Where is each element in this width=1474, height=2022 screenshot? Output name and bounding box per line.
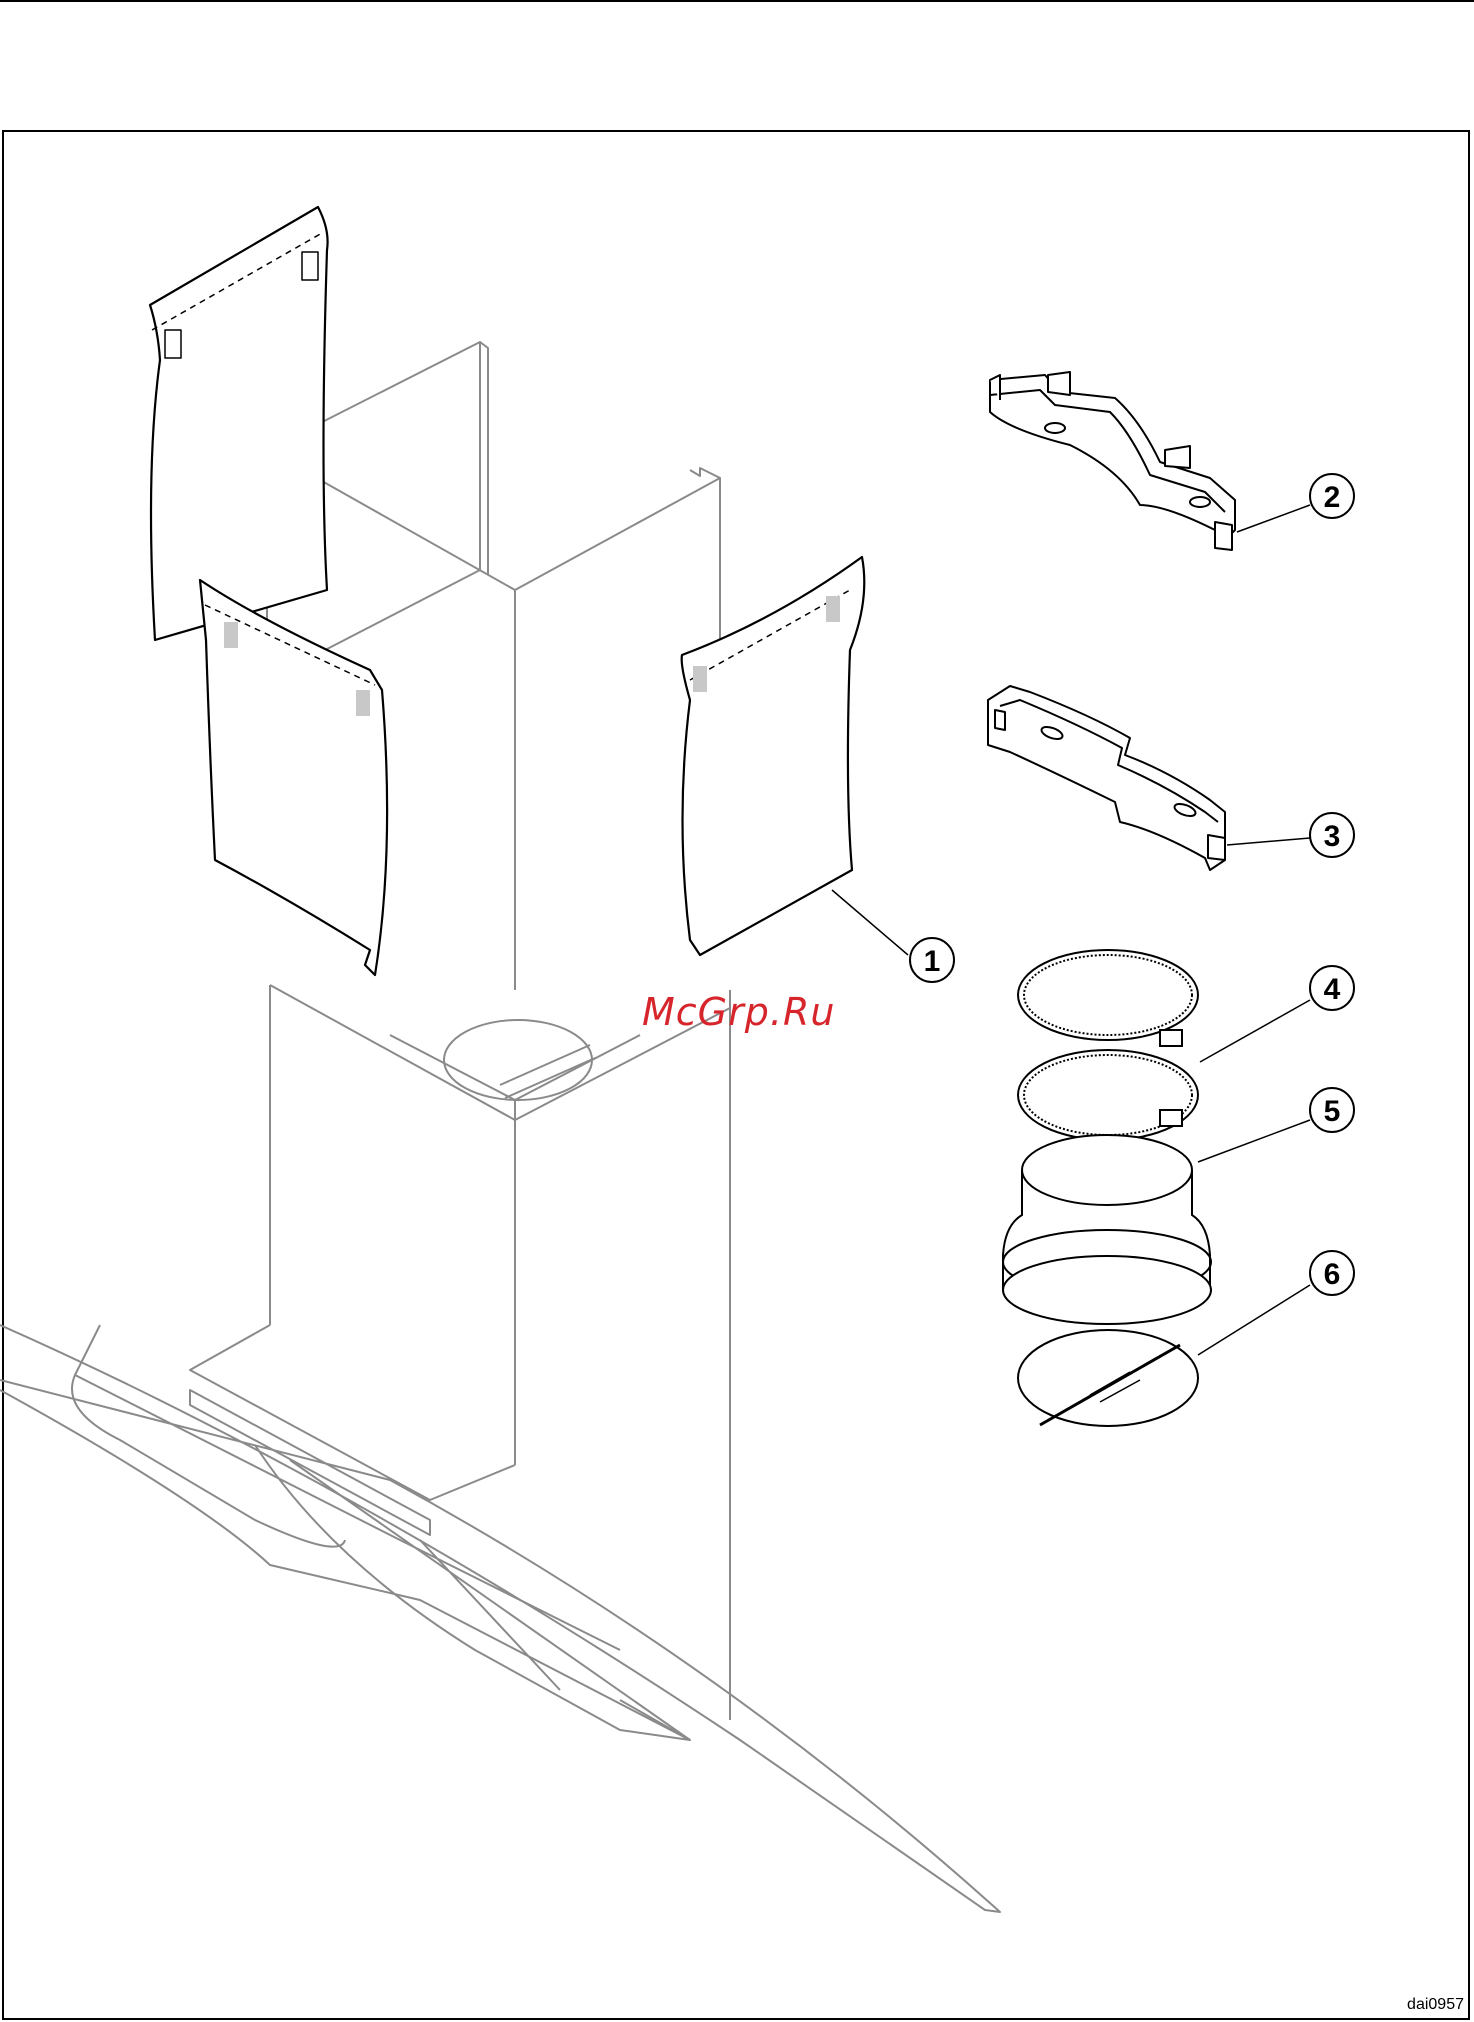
svg-text:2: 2 [1324, 481, 1341, 514]
svg-text:1: 1 [924, 945, 941, 978]
callout-5: 5 [1310, 1088, 1354, 1132]
callout-2: 2 [1310, 474, 1354, 518]
svg-text:6: 6 [1324, 1258, 1341, 1291]
duct-adapter [1003, 1135, 1211, 1324]
watermark: McGrp.Ru [642, 990, 835, 1034]
svg-text:4: 4 [1324, 973, 1341, 1006]
lower-bracket [988, 686, 1225, 870]
upper-bracket [990, 372, 1235, 550]
svg-text:3: 3 [1324, 820, 1341, 853]
callout-3: 3 [1310, 813, 1354, 857]
svg-text:5: 5 [1324, 1095, 1341, 1128]
reference-code: dai0957 [1407, 1996, 1464, 2014]
callout-1: 1 [910, 938, 954, 982]
callout-4: 4 [1310, 966, 1354, 1010]
hose-clamps [1018, 950, 1198, 1140]
non-return-flap [1018, 1330, 1198, 1426]
stickers [150, 207, 864, 975]
callout-6: 6 [1310, 1251, 1354, 1295]
